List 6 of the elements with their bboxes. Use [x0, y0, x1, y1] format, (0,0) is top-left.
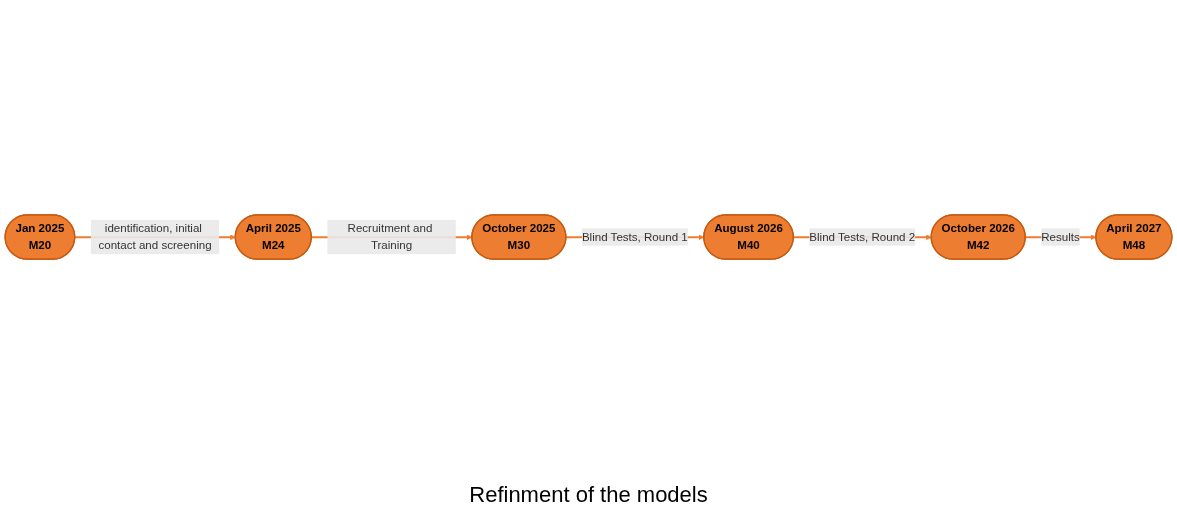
edge-label: Blind Tests, Round 1 [581, 230, 688, 244]
edge-label: identification, initial contact and screening [98, 221, 212, 252]
note-text: Refinment of the models [469, 482, 708, 508]
edge-label: Recruitment and Training [347, 221, 433, 252]
edge-label: Results [1041, 230, 1080, 244]
edge-label: Blind Tests, Round 2 [809, 230, 916, 244]
